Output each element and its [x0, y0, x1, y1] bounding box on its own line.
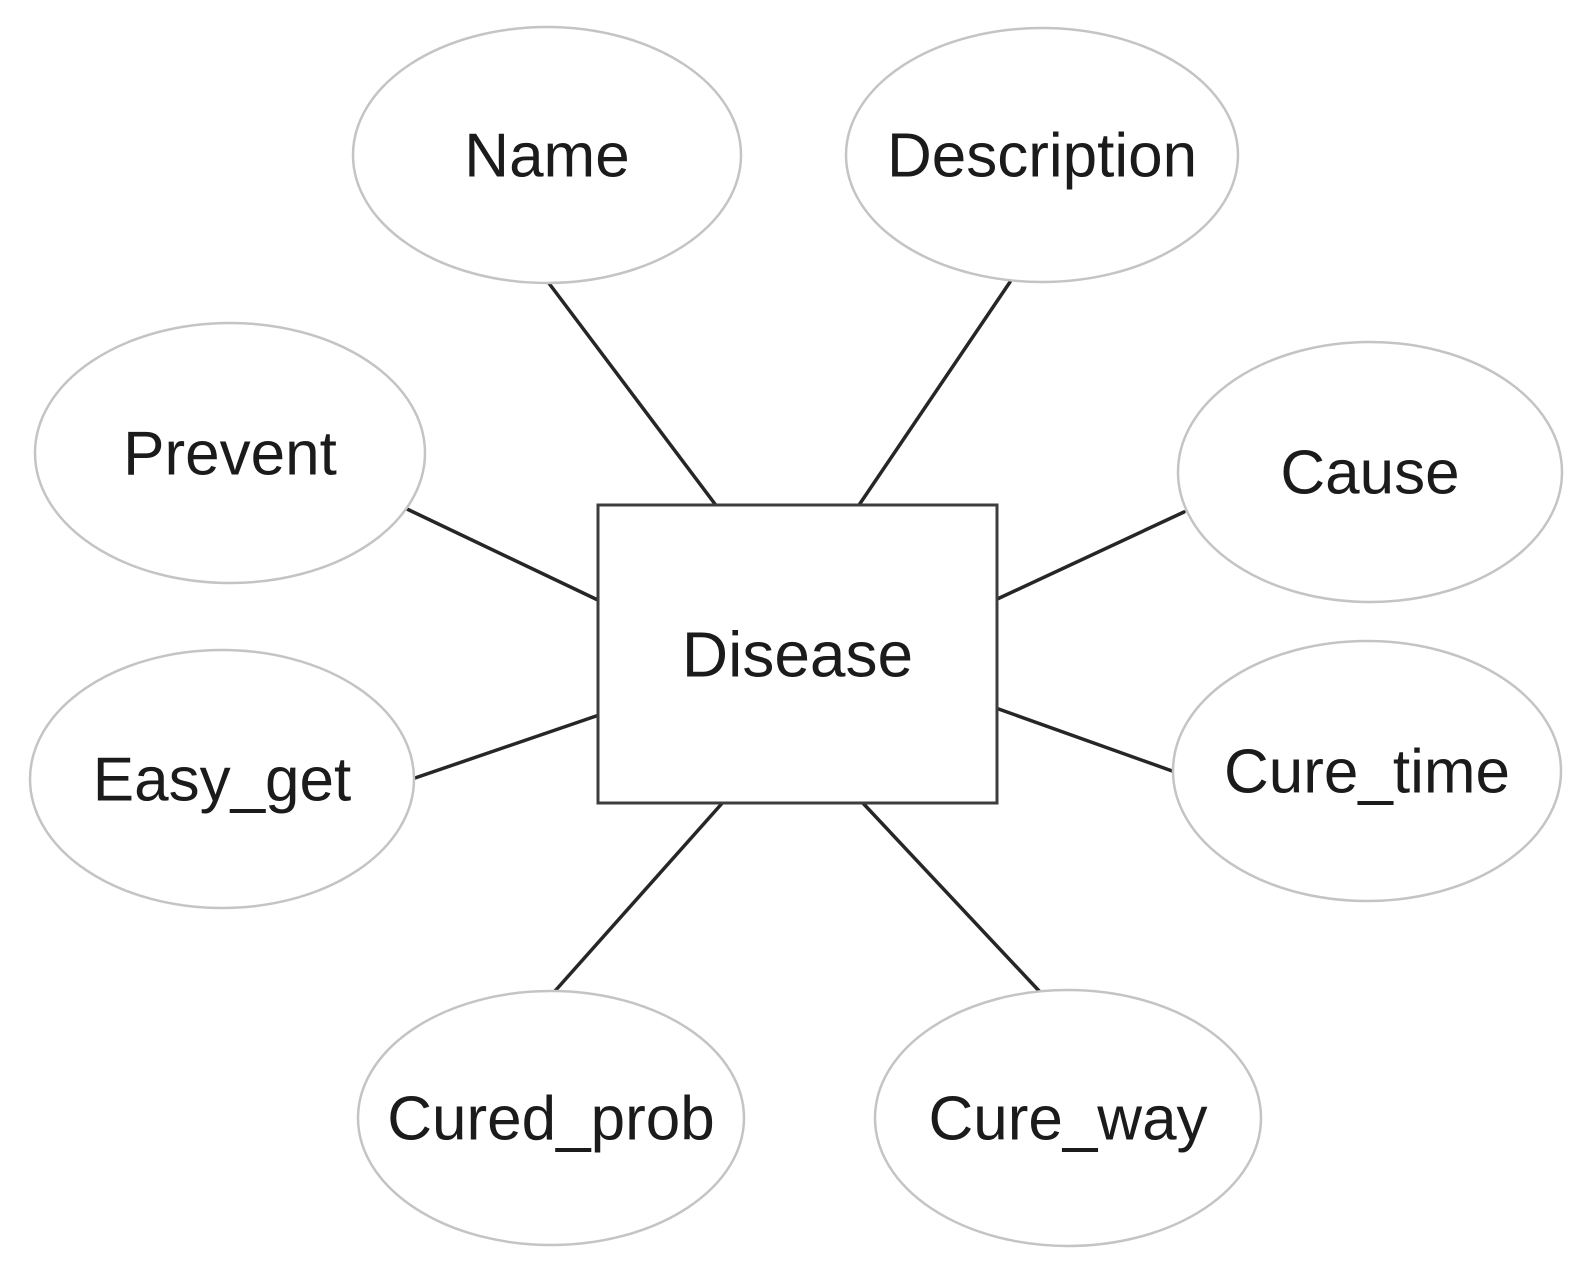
- edge-disease-cure_time: [991, 705, 1177, 774]
- attribute-label-cured_prob: Cured_prob: [387, 1085, 714, 1154]
- attribute-label-description: Description: [887, 122, 1197, 191]
- attribute-label-cause: Cause: [1280, 439, 1459, 508]
- edge-disease-cure_way: [858, 798, 1043, 995]
- entity-node-disease: Disease: [596, 503, 999, 805]
- attribute-ellipse-description: [844, 26, 1240, 284]
- attribute-ellipse-cause: [1176, 340, 1564, 604]
- attribute-node-description: Description: [844, 26, 1240, 284]
- edge-disease-cured_prob: [553, 798, 727, 993]
- attribute-node-cure_time: Cure_time: [1171, 639, 1563, 903]
- attribute-label-name: Name: [464, 122, 629, 191]
- connector-lines: [405, 280, 1186, 995]
- attribute-ellipse-prevent: [33, 321, 427, 585]
- attribute-node-cure_way: Cure_way: [873, 988, 1263, 1248]
- attribute-ellipse-easy_get: [28, 648, 416, 910]
- attribute-node-name: Name: [351, 25, 743, 285]
- edge-disease-prevent: [405, 507, 604, 604]
- attribute-label-cure_way: Cure_way: [928, 1085, 1207, 1154]
- attribute-node-prevent: Prevent: [33, 321, 427, 585]
- entity-label-disease: Disease: [682, 618, 913, 690]
- attribute-label-prevent: Prevent: [123, 420, 337, 489]
- attribute-ellipse-cured_prob: [356, 989, 746, 1247]
- attribute-ellipse-name: [351, 25, 743, 285]
- edge-disease-description: [855, 280, 1012, 510]
- edge-disease-easy_get: [413, 712, 604, 780]
- attribute-node-easy_get: Easy_get: [28, 648, 416, 910]
- attribute-ellipse-cure_time: [1171, 639, 1563, 903]
- edge-disease-cause: [991, 510, 1186, 603]
- entity-rect-disease: [596, 503, 999, 805]
- attribute-ellipse-cure_way: [873, 988, 1263, 1248]
- attribute-label-easy_get: Easy_get: [93, 746, 352, 815]
- edge-disease-name: [546, 280, 720, 510]
- attribute-label-cure_time: Cure_time: [1224, 738, 1510, 807]
- attribute-node-cause: Cause: [1176, 340, 1564, 604]
- attribute-node-cured_prob: Cured_prob: [356, 989, 746, 1247]
